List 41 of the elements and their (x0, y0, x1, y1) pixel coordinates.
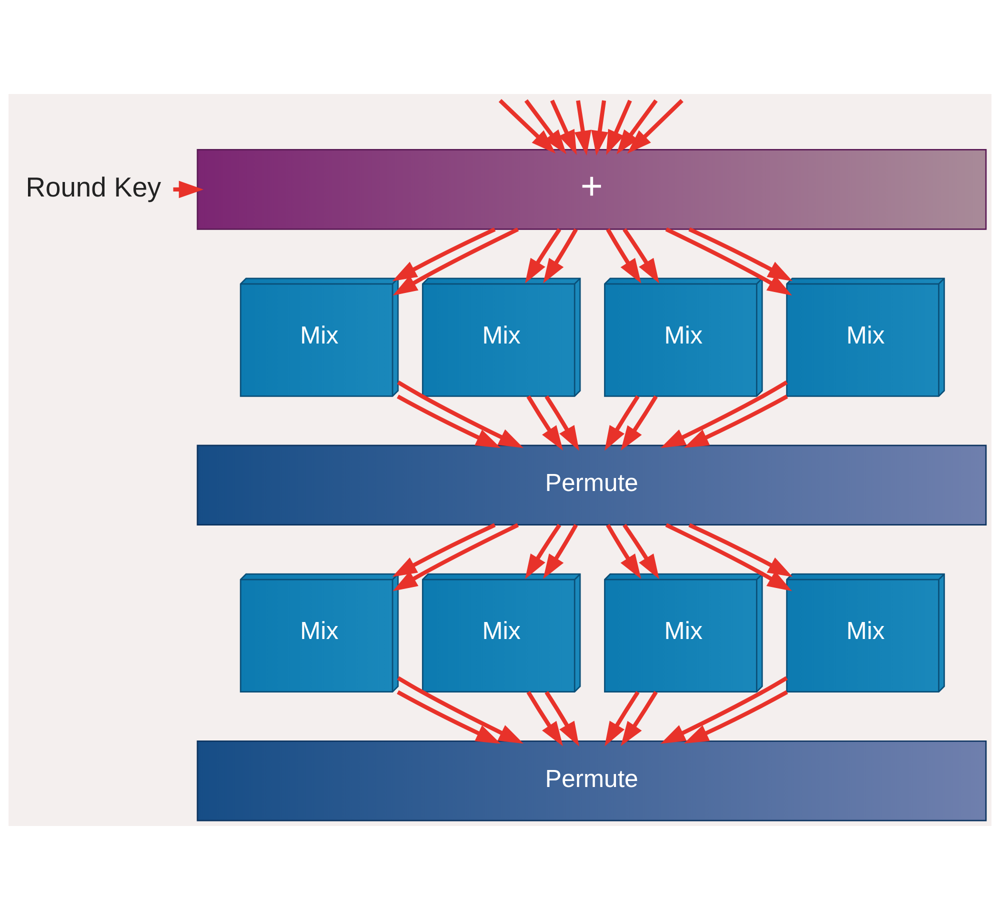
node-box: + (196, 148, 987, 230)
arrow (665, 522, 792, 591)
arrow (616, 98, 658, 154)
arrow (544, 394, 580, 450)
arrow (543, 228, 578, 283)
arrow (574, 100, 592, 155)
arrow (543, 524, 578, 579)
arrow (524, 98, 566, 154)
arrow (606, 523, 642, 578)
arrow (684, 394, 788, 448)
arrow (622, 228, 660, 283)
arrow (627, 98, 684, 154)
arrow (525, 228, 562, 283)
arrow (604, 394, 640, 450)
arrow (660, 380, 788, 448)
arrow (526, 394, 563, 450)
arrow (606, 228, 642, 283)
arrow (660, 676, 788, 744)
arrow (544, 99, 577, 154)
arrow (622, 523, 660, 579)
arrow (392, 226, 496, 281)
arrow (498, 98, 556, 154)
arrow (620, 394, 658, 450)
arrow (397, 676, 524, 744)
arrow (392, 522, 496, 576)
arrow (526, 690, 563, 746)
arrow (684, 690, 788, 744)
node-text: Round Key (26, 170, 162, 202)
arrow (396, 690, 501, 744)
arrow (591, 100, 608, 155)
arrow (604, 690, 640, 746)
node-box: Permute (196, 444, 987, 526)
arrow (665, 226, 792, 295)
arrow (396, 394, 501, 448)
arrow (688, 522, 793, 576)
arrow (397, 380, 524, 448)
arrow (525, 523, 562, 579)
arrow (620, 690, 658, 746)
arrow (544, 690, 580, 746)
node-box: Permute (196, 740, 987, 821)
arrow (688, 226, 793, 281)
